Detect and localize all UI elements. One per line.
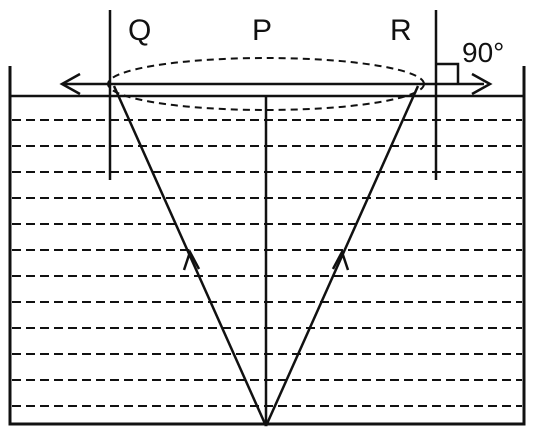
right-angle-marker: [436, 62, 460, 84]
ray-to-q: [112, 85, 268, 427]
label-q: Q: [128, 14, 151, 47]
ray-q-arrowhead: [182, 248, 201, 271]
surface-arrow-right-head: [471, 72, 493, 96]
ray-r-arrowhead: [331, 248, 350, 271]
ray-to-r: [264, 85, 420, 427]
label-right-angle: 90°: [462, 37, 504, 68]
label-p: P: [252, 14, 272, 47]
light-circle: [107, 57, 425, 111]
label-r: R: [390, 14, 412, 47]
